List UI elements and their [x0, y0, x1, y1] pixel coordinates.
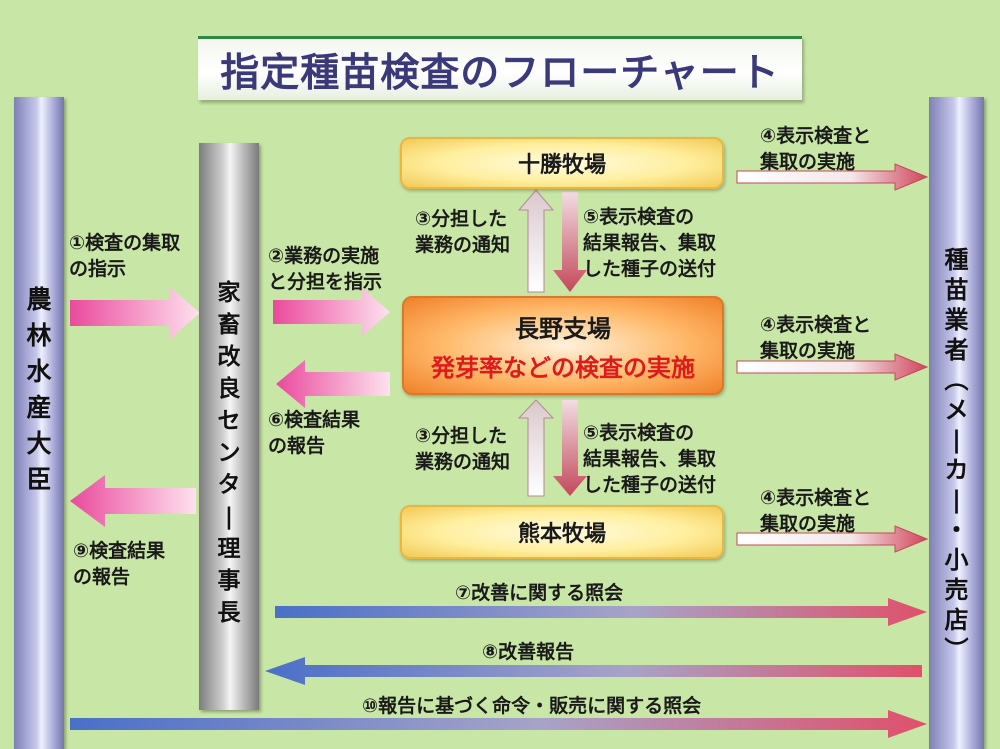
- vertical-char: セ: [217, 408, 241, 434]
- vertical-char: 事: [217, 568, 241, 594]
- label-4a-line1: ④表示検査と: [760, 125, 872, 147]
- page-title: 指定種苗検査のフローチャート: [220, 50, 780, 96]
- vertical-char: |: [952, 486, 961, 514]
- vertical-char: 改: [217, 344, 241, 370]
- label-2-line1: ②業務の実施: [268, 245, 380, 267]
- arrow-4b-right: [736, 353, 929, 381]
- station-nagano: 長野支場 発芽率などの検査の実施: [402, 296, 724, 395]
- label-3b-line1: ③分担した: [415, 425, 508, 447]
- vertical-char: 林: [26, 321, 52, 350]
- vertical-char: 売: [944, 576, 969, 604]
- label-4b-line2: 集取の実施: [760, 340, 856, 362]
- vertical-char: ・: [944, 516, 969, 544]
- vertical-char: 水: [26, 357, 52, 386]
- label-10: ⑩報告に基づく命令・販売に関する照会: [362, 695, 702, 717]
- pillar-minister-label: 農林水産大臣: [14, 282, 64, 498]
- vertical-char: カ: [944, 456, 969, 484]
- label-5b: ⑤表示検査の 結果報告、集取 した種子の送付: [583, 420, 716, 498]
- arrow-9-left: [70, 475, 196, 527]
- label-3b-line2: 業務の通知: [415, 451, 511, 473]
- pillar-seller-label: 種苗業者︵メ|カ|・小売店︶: [929, 245, 984, 665]
- title-banner: 指定種苗検査のフローチャート: [198, 36, 802, 100]
- label-9-line2: の報告: [73, 566, 131, 588]
- label-4c-line2: 集取の実施: [760, 513, 856, 535]
- arrow-3a-up: [517, 189, 555, 293]
- vertical-char: |: [224, 504, 234, 530]
- arrow-4c-right: [736, 525, 929, 553]
- arrow-1-right: [70, 287, 200, 339]
- label-8: ⑧改善報告: [482, 641, 575, 663]
- station-kumamoto-label: 熊本牧場: [517, 522, 606, 547]
- vertical-char: 良: [217, 376, 241, 402]
- vertical-char: 長: [217, 600, 241, 626]
- arrow-5a-down: [553, 192, 587, 292]
- vertical-char: 産: [26, 393, 52, 422]
- label-5a-line1: ⑤表示検査の: [583, 206, 695, 228]
- vertical-char: 店: [944, 606, 969, 634]
- label-1: ①検査の集取 の指示: [69, 230, 180, 282]
- vertical-char: ︵: [944, 366, 969, 394]
- vertical-char: ン: [217, 440, 241, 466]
- label-1-line2: の指示: [69, 258, 127, 280]
- label-5a-line2: 結果報告、集取: [583, 232, 717, 254]
- label-5a: ⑤表示検査の 結果報告、集取 した種子の送付: [583, 204, 716, 282]
- vertical-char: 家: [217, 280, 241, 306]
- label-3b: ③分担した 業務の通知: [415, 423, 510, 475]
- label-4b: ④表示検査と 集取の実施: [760, 312, 871, 364]
- vertical-char: |: [952, 426, 961, 454]
- label-5a-line3: した種子の送付: [583, 258, 717, 280]
- pillar-center-label: 家畜改良センタ | 理事長: [199, 277, 259, 629]
- arrow-5b-down: [553, 400, 587, 496]
- label-7: ⑦改善に関する照会: [455, 582, 624, 604]
- label-3a: ③分担した 業務の通知: [415, 206, 510, 258]
- vertical-char: 農: [26, 285, 52, 314]
- vertical-char: タ: [217, 472, 241, 498]
- station-nagano-sub: 発芽率などの検査の実施: [431, 353, 695, 382]
- station-tokachi: 十勝牧場: [400, 137, 724, 189]
- label-5b-line3: した種子の送付: [583, 474, 717, 496]
- vertical-char: 理: [217, 536, 241, 562]
- label-4c-line1: ④表示検査と: [760, 487, 872, 509]
- vertical-char: 業: [944, 306, 969, 334]
- label-6-line2: の報告: [268, 435, 326, 457]
- label-3a-line1: ③分担した: [415, 208, 508, 230]
- pillar-minister: 農林水産大臣: [14, 97, 64, 749]
- label-2-line2: と分担を指示: [268, 271, 383, 293]
- arrow-4a-right: [736, 163, 929, 191]
- vertical-char: 種: [944, 246, 969, 274]
- vertical-char: 畜: [217, 312, 241, 338]
- arrow-3b-up: [517, 399, 555, 497]
- pillar-seller: 種苗業者︵メ|カ|・小売店︶: [929, 97, 984, 749]
- label-4c: ④表示検査と 集取の実施: [760, 485, 871, 537]
- arrow-8-left: [265, 657, 922, 685]
- label-4a: ④表示検査と 集取の実施: [760, 123, 871, 175]
- label-9: ⑨検査結果 の報告: [73, 538, 165, 590]
- vertical-char: 大: [26, 429, 52, 458]
- label-2: ②業務の実施 と分担を指示: [268, 243, 382, 295]
- label-5b-line2: 結果報告、集取: [583, 448, 717, 470]
- vertical-char: ︶: [944, 636, 969, 664]
- label-5b-line1: ⑤表示検査の: [583, 422, 695, 444]
- station-tokachi-label: 十勝牧場: [517, 153, 606, 178]
- station-kumamoto: 熊本牧場: [400, 505, 724, 559]
- vertical-char: 苗: [944, 276, 969, 304]
- label-9-line1: ⑨検査結果: [73, 540, 166, 562]
- arrow-2-right: [273, 288, 390, 336]
- arrow-6-left: [276, 360, 390, 408]
- label-6-line1: ⑥検査結果: [268, 409, 361, 431]
- label-6: ⑥検査結果 の報告: [268, 407, 360, 459]
- station-nagano-label: 長野支場: [515, 314, 611, 343]
- vertical-char: メ: [944, 396, 969, 424]
- label-4b-line1: ④表示検査と: [760, 314, 872, 336]
- label-1-line1: ①検査の集取: [69, 232, 181, 254]
- pillar-center: 家畜改良センタ | 理事長: [199, 143, 259, 710]
- arrow-10-right: [70, 710, 927, 738]
- vertical-char: 小: [944, 546, 969, 574]
- label-4a-line2: 集取の実施: [760, 151, 856, 173]
- vertical-char: 者: [944, 336, 969, 364]
- label-3a-line2: 業務の通知: [415, 234, 511, 256]
- arrow-7-right: [275, 598, 927, 626]
- vertical-char: 臣: [26, 465, 52, 494]
